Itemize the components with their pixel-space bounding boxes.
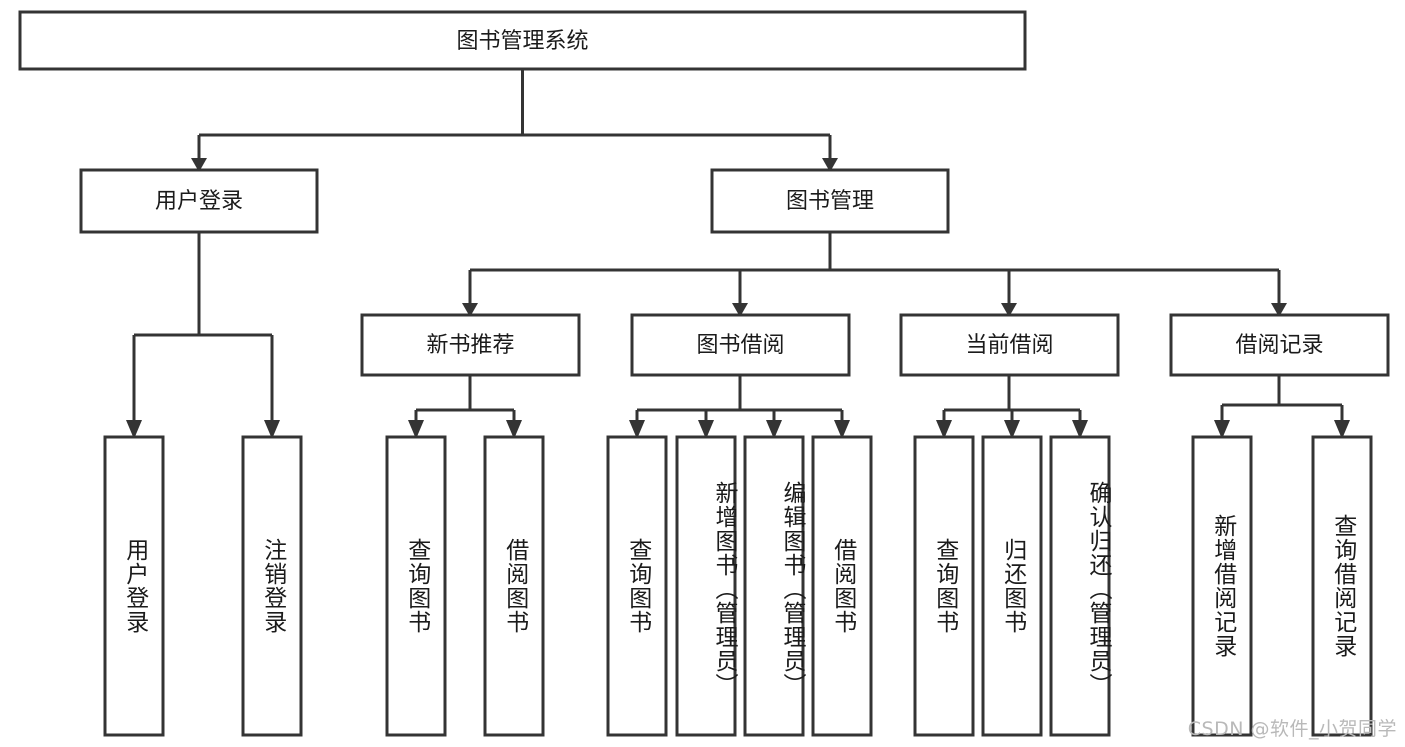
arrow-to-leaf-user-login [126, 420, 142, 439]
node-book-management-label: 图书管理 [786, 189, 874, 214]
node-user-login-label: 用户登录 [155, 189, 243, 214]
arrow-to-leaf-borrow-book-rec [506, 420, 522, 439]
leaf-user-login-box[interactable] [103, 435, 165, 737]
arrow-to-book-borrow [732, 303, 748, 317]
node-new-book-recommend-label: 新书推荐 [426, 333, 514, 358]
arrow-to-leaf-add-borrow-record [1214, 420, 1230, 439]
node-user-login[interactable]: 用户登录 [79, 168, 319, 234]
connector-borrowrecord-to-leaves [1220, 375, 1344, 425]
node-current-borrow-label: 当前借阅 [965, 333, 1053, 358]
arrow-to-leaf-query-borrow-record [1334, 420, 1350, 439]
leaf-edit-book-admin-box[interactable] [743, 435, 805, 737]
arrow-to-leaf-return-book [1004, 420, 1020, 439]
arrow-to-leaf-query-book-cur [936, 420, 952, 439]
connector-userlogin-to-leaves [132, 232, 274, 425]
arrow-to-book-management [822, 158, 838, 172]
node-book-borrow[interactable]: 图书借阅 [630, 313, 851, 377]
node-book-management-box[interactable] [710, 168, 950, 234]
leaf-confirm-return-box[interactable] [1049, 435, 1111, 737]
arrow-to-leaf-edit-book-admin [766, 420, 782, 439]
watermark-text: CSDN @软件_小贺同学 [1187, 718, 1397, 740]
leaf-query-book-rec-box[interactable] [385, 435, 447, 737]
node-borrow-record[interactable]: 借阅记录 [1169, 313, 1390, 377]
node-book-borrow-box[interactable] [630, 313, 851, 377]
arrow-to-user-login [191, 158, 207, 172]
arrow-to-leaf-logout [264, 420, 280, 439]
node-borrow-record-label: 借阅记录 [1235, 333, 1323, 358]
arrow-to-borrow-record [1271, 303, 1287, 317]
node-borrow-record-box[interactable] [1169, 313, 1390, 377]
leaf-return-book-box[interactable] [981, 435, 1043, 737]
node-root[interactable]: 图书管理系统 [18, 10, 1027, 71]
leaf-query-book-box[interactable] [606, 435, 668, 737]
arrow-to-leaf-query-book-rec [408, 420, 424, 439]
arrow-to-new-book-recommend [462, 303, 478, 317]
connector-layer [132, 69, 1344, 425]
arrow-to-leaf-borrow-book [834, 420, 850, 439]
connector-bookborrow-to-leaves [635, 375, 844, 425]
connector-newbook-to-leaves [414, 375, 516, 425]
arrowhead-layer [126, 158, 1350, 439]
leaf-add-borrow-record-box[interactable] [1191, 435, 1253, 737]
node-root-box[interactable] [18, 10, 1027, 71]
node-user-login-box[interactable] [79, 168, 319, 234]
connector-currentborrow-to-leaves [942, 375, 1082, 425]
node-current-borrow[interactable]: 当前借阅 [899, 313, 1120, 377]
connector-root-to-level1 [197, 69, 832, 158]
leaf-box-layer [103, 435, 1373, 737]
node-book-borrow-label: 图书借阅 [696, 333, 784, 358]
node-new-book-recommend[interactable]: 新书推荐 [360, 313, 581, 377]
arrow-to-leaf-add-book-admin [698, 420, 714, 439]
arrow-to-leaf-confirm-return [1072, 420, 1088, 439]
leaf-query-book-cur-box[interactable] [913, 435, 975, 737]
leaf-add-book-admin-box[interactable] [675, 435, 737, 737]
leaf-query-borrow-record-box[interactable] [1311, 435, 1373, 737]
node-new-book-recommend-box[interactable] [360, 313, 581, 377]
node-root-label: 图书管理系统 [456, 29, 588, 54]
leaf-borrow-book-rec-box[interactable] [483, 435, 545, 737]
connector-bookmgmt-to-level2 [468, 232, 1281, 303]
node-book-management[interactable]: 图书管理 [710, 168, 950, 234]
leaf-logout-box[interactable] [241, 435, 303, 737]
node-current-borrow-box[interactable] [899, 313, 1120, 377]
leaf-borrow-book-box[interactable] [811, 435, 873, 737]
arrow-to-current-borrow [1001, 303, 1017, 317]
arrow-to-leaf-query-book [629, 420, 645, 439]
